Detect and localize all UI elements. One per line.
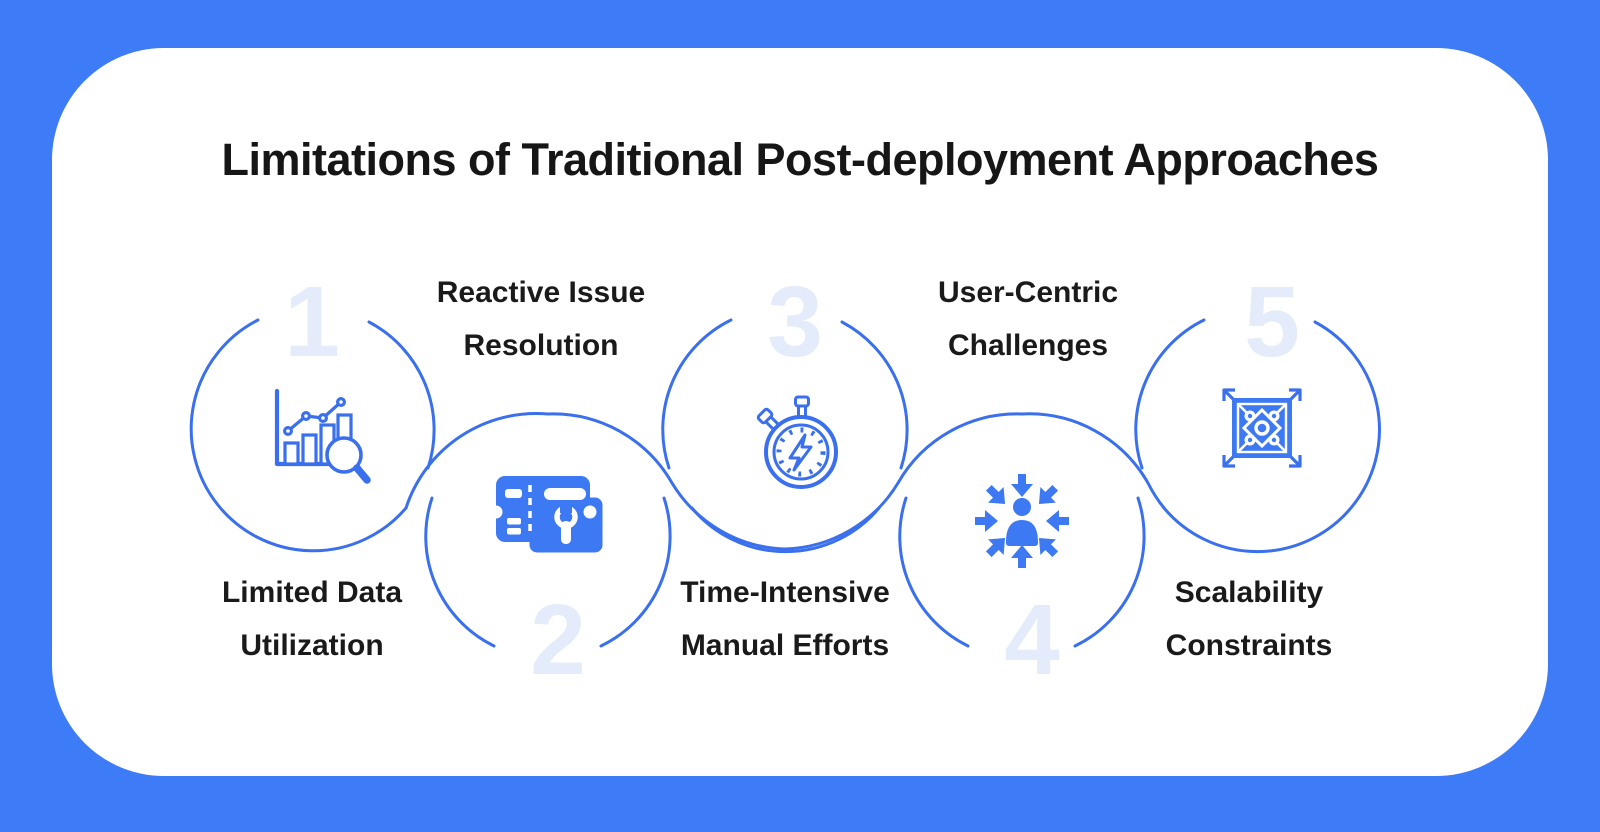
circle-3-outline (840, 320, 909, 470)
circle-4-outline (1073, 496, 1146, 648)
person-body (1006, 520, 1038, 546)
magnifier-handle (353, 464, 371, 484)
step-label-line: Challenges (947, 329, 1109, 362)
step-label-1: Limited Data Utilization (152, 566, 472, 672)
step-label-line: Resolution (463, 329, 619, 362)
lightning-bolt (788, 433, 813, 472)
magnifier-lens (325, 436, 363, 474)
step-number-5: 5 (1244, 266, 1300, 378)
step-label-line: Scalability (1174, 576, 1324, 609)
circle-1-outline (367, 320, 436, 470)
circle-5-outline (1162, 320, 1381, 554)
step-label-line: Manual Efforts (680, 629, 890, 662)
step-label-line: User-Centric (937, 276, 1119, 309)
dial-ticks (776, 427, 826, 477)
circle-3-outline (661, 318, 733, 470)
circle-1-outline (189, 318, 408, 553)
circle-4-outline (898, 496, 970, 648)
wrench-glyph (554, 503, 578, 544)
stopwatch-icon (756, 395, 838, 489)
scale-expand-icon (1222, 388, 1302, 468)
step-label-3: Time-Intensive Manual Efforts (625, 566, 945, 672)
step-label-line: Constraints (1165, 629, 1333, 662)
step-number-3: 3 (767, 266, 823, 378)
step-label-line: Limited Data (221, 576, 403, 609)
circle-5-outline (1134, 318, 1206, 470)
step-label-line: Reactive Issue (436, 276, 646, 309)
connector-wave (404, 412, 1166, 551)
step-number-1: 1 (284, 266, 340, 378)
person-head (1013, 498, 1031, 516)
step-label-4: User-Centric Challenges (868, 266, 1188, 372)
bar-chart-magnifier-icon (274, 388, 371, 484)
ticket-wrench-icon (489, 476, 606, 556)
step-label-2: Reactive Issue Resolution (381, 266, 701, 372)
step-label-line: Utilization (240, 629, 384, 662)
step-number-4: 4 (1004, 584, 1060, 696)
user-focus-arrows-icon (975, 474, 1069, 568)
loop-circles (189, 318, 1381, 648)
page-title: Limitations of Traditional Post-deployme… (221, 134, 1379, 185)
step-label-5: Scalability Constraints (1089, 566, 1409, 672)
circle-2-outline (424, 496, 496, 648)
step-number-2: 2 (530, 584, 586, 696)
circle-2-outline (599, 496, 672, 648)
step-label-line: Time-Intensive (680, 576, 890, 609)
